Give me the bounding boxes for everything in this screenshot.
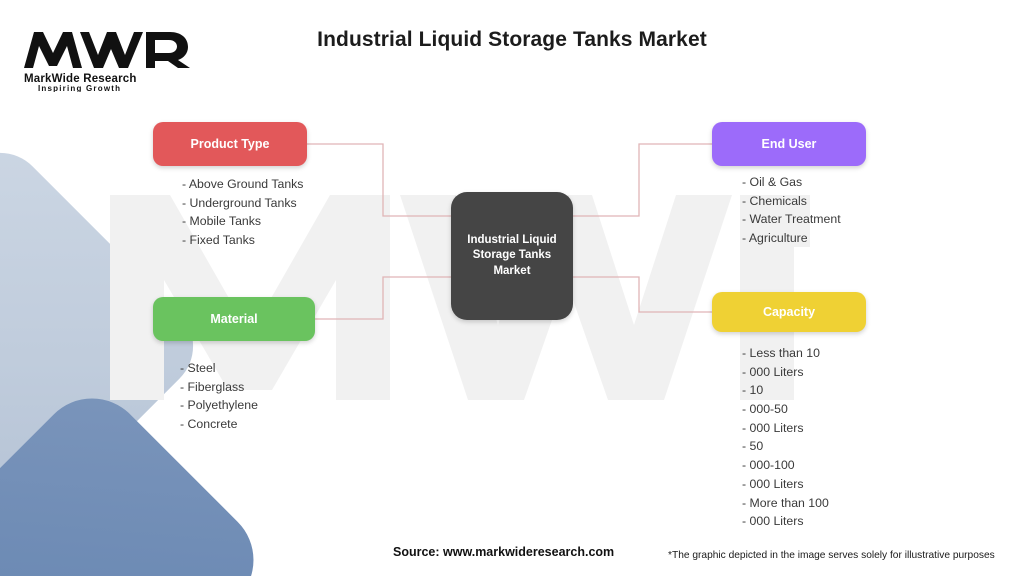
list-item: - Underground Tanks <box>182 195 297 210</box>
list-item: - 000 Liters <box>742 364 804 379</box>
list-item: - Concrete <box>180 417 238 432</box>
list-item: - 000 Liters <box>742 476 804 491</box>
decorative-shape-light-blue <box>0 133 213 559</box>
list-item: - Less than 10 <box>742 346 820 360</box>
list-item: - More than 100 <box>742 495 829 510</box>
center-node-line-1: Industrial Liquid <box>467 233 557 246</box>
branch-node-material[interactable]: Material <box>153 297 315 341</box>
list-item: - Above Ground Tanks <box>182 177 304 191</box>
item-list-end-user: - Oil & Gas - Chemicals - Water Treatmen… <box>742 173 841 248</box>
list-item: - 10 <box>742 383 764 398</box>
markwide-research-logo: MarkWide Research Inspiring Growth <box>24 32 190 92</box>
list-item: - 000 Liters <box>742 514 804 529</box>
list-item: - Polyethylene <box>180 398 258 413</box>
list-item: - Fixed Tanks <box>182 233 255 248</box>
list-item: - Mobile Tanks <box>182 214 262 229</box>
list-item: - Chemicals <box>742 193 807 208</box>
logo-company-name: MarkWide Research <box>24 73 137 85</box>
list-item: - Fiberglass <box>180 379 245 394</box>
branch-label-product-type: Product Type <box>190 137 270 151</box>
center-node-line-3: Market <box>493 264 531 277</box>
center-node: Industrial Liquid Storage Tanks Market <box>451 192 573 320</box>
list-item: - 50 <box>742 439 764 454</box>
list-item: - Oil & Gas <box>742 175 803 189</box>
item-list-material: - Steel - Fiberglass - Polyethylene - Co… <box>180 359 258 434</box>
item-list-product-type: - Above Ground Tanks - Underground Tanks… <box>182 175 303 250</box>
branch-label-material: Material <box>210 312 258 326</box>
footer-source: Source: www.markwideresearch.com <box>393 545 615 559</box>
logo-tagline: Inspiring Growth <box>38 84 121 92</box>
branch-label-end-user: End User <box>761 137 817 151</box>
list-item: - 000 Liters <box>742 420 804 435</box>
branch-node-product-type[interactable]: Product Type <box>153 122 307 166</box>
list-item: - Steel <box>180 361 216 375</box>
branch-node-end-user[interactable]: End User <box>712 122 866 166</box>
center-node-line-2: Storage Tanks <box>472 249 552 262</box>
branch-node-capacity[interactable]: Capacity <box>712 292 866 332</box>
page-title: Industrial Liquid Storage Tanks Market <box>317 28 707 51</box>
list-item: - Agriculture <box>742 231 808 246</box>
list-item: - Water Treatment <box>742 212 841 227</box>
list-item: - 000-50 <box>742 402 788 417</box>
item-list-capacity: - Less than 10 - 000 Liters - 10 - 000-5… <box>742 344 829 531</box>
footer-disclaimer: *The graphic depicted in the image serve… <box>668 550 995 561</box>
branch-label-capacity: Capacity <box>762 305 816 319</box>
list-item: - 000-100 <box>742 458 795 473</box>
